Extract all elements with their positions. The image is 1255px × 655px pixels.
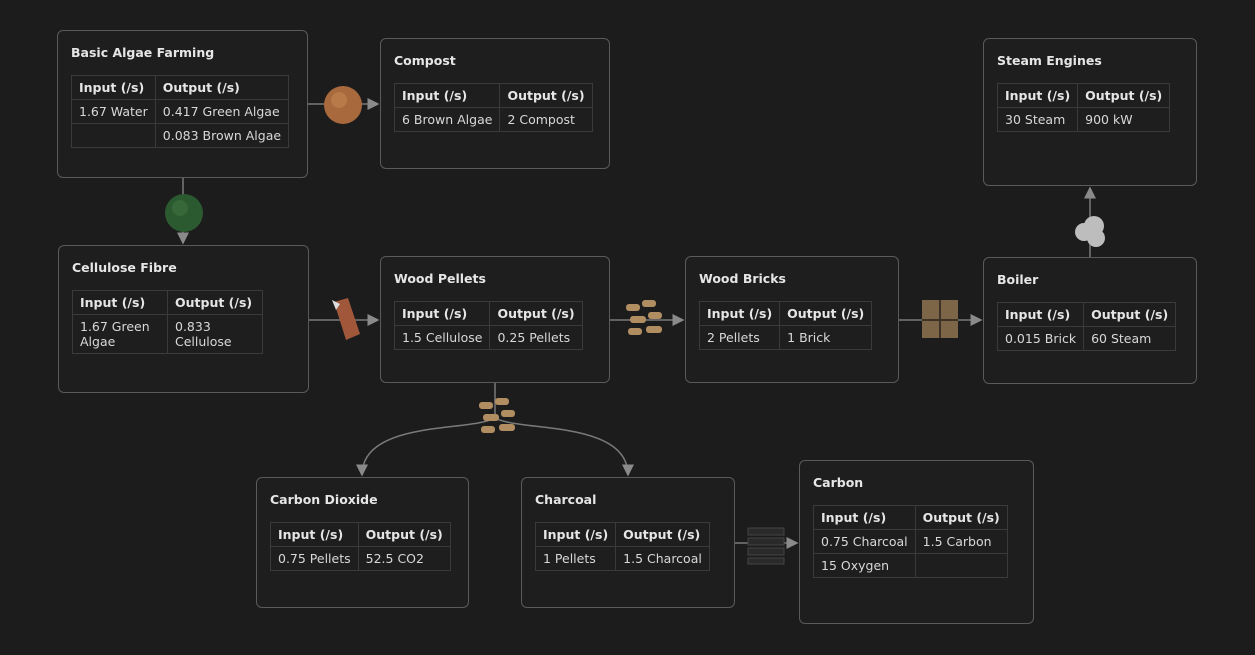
input-header: Input (/s) xyxy=(996,302,1085,327)
output-cell: 60 Steam xyxy=(1083,326,1177,351)
brown-algae-icon xyxy=(324,86,362,124)
output-header: Output (/s) xyxy=(1083,302,1177,327)
output-header: Output (/s) xyxy=(1077,83,1171,108)
input-cell: 1.67 Green Algae xyxy=(72,314,168,354)
node-title: Cellulose Fibre xyxy=(72,260,177,275)
output-cell: 52.5 CO2 xyxy=(357,546,451,571)
input-header: Input (/s) xyxy=(71,75,156,100)
input-cell: 1.67 Water xyxy=(71,99,156,124)
node-title: Basic Algae Farming xyxy=(71,45,215,60)
table-row: 15 Oxygen xyxy=(813,553,1008,578)
wood-pellets-icon xyxy=(626,300,662,335)
input-cell: 0.015 Brick xyxy=(996,326,1085,351)
steam-icon xyxy=(1075,216,1105,247)
node-title: Carbon xyxy=(813,475,864,490)
output-cell xyxy=(914,553,1008,578)
input-header: Input (/s) xyxy=(813,505,916,530)
input-cell xyxy=(71,123,156,148)
input-cell: 0.75 Charcoal xyxy=(813,529,916,554)
wood-pellets-icon xyxy=(479,398,515,433)
input-header: Input (/s) xyxy=(393,83,501,108)
edge-pellets-charcoal xyxy=(494,417,634,477)
node-title: Charcoal xyxy=(535,492,597,507)
output-cell: 0.083 Brown Algae xyxy=(154,123,290,148)
input-cell: 1.5 Cellulose xyxy=(393,325,491,350)
output-header: Output (/s) xyxy=(167,290,263,315)
node-title: Boiler xyxy=(997,272,1039,287)
table-row: 0.083 Brown Algae xyxy=(71,123,290,148)
output-cell: 1 Brick xyxy=(779,325,873,350)
input-cell: 0.75 Pellets xyxy=(270,546,359,571)
input-header: Input (/s) xyxy=(534,522,617,547)
output-cell: 0.833 Cellulose xyxy=(167,314,263,354)
output-header: Output (/s) xyxy=(154,75,290,100)
input-header: Input (/s) xyxy=(996,83,1079,108)
input-cell: 30 Steam xyxy=(996,107,1079,132)
node-title: Compost xyxy=(394,53,456,68)
output-header: Output (/s) xyxy=(914,505,1008,530)
output-cell: 0.417 Green Algae xyxy=(154,99,290,124)
charcoal-icon xyxy=(747,527,785,565)
input-header: Input (/s) xyxy=(72,290,168,315)
input-header: Input (/s) xyxy=(270,522,359,547)
input-header: Input (/s) xyxy=(698,301,781,326)
input-cell: 1 Pellets xyxy=(534,546,617,571)
node-title: Wood Pellets xyxy=(394,271,486,286)
output-header: Output (/s) xyxy=(779,301,873,326)
output-cell: 900 kW xyxy=(1077,107,1171,132)
node-title: Wood Bricks xyxy=(699,271,786,286)
node-title: Steam Engines xyxy=(997,53,1102,68)
input-cell: 6 Brown Algae xyxy=(393,107,501,132)
node-title: Carbon Dioxide xyxy=(270,492,378,507)
input-header: Input (/s) xyxy=(393,301,491,326)
output-header: Output (/s) xyxy=(357,522,451,547)
input-cell: 2 Pellets xyxy=(698,325,781,350)
output-cell: 1.5 Charcoal xyxy=(615,546,710,571)
output-header: Output (/s) xyxy=(615,522,710,547)
green-algae-icon xyxy=(165,194,203,232)
output-cell: 0.25 Pellets xyxy=(489,325,583,350)
output-cell: 1.5 Carbon xyxy=(914,529,1008,554)
output-cell: 2 Compost xyxy=(499,107,593,132)
wood-brick-icon xyxy=(922,300,958,338)
output-header: Output (/s) xyxy=(499,83,593,108)
cellulose-icon xyxy=(332,298,360,340)
output-header: Output (/s) xyxy=(489,301,583,326)
input-cell: 15 Oxygen xyxy=(813,553,916,578)
